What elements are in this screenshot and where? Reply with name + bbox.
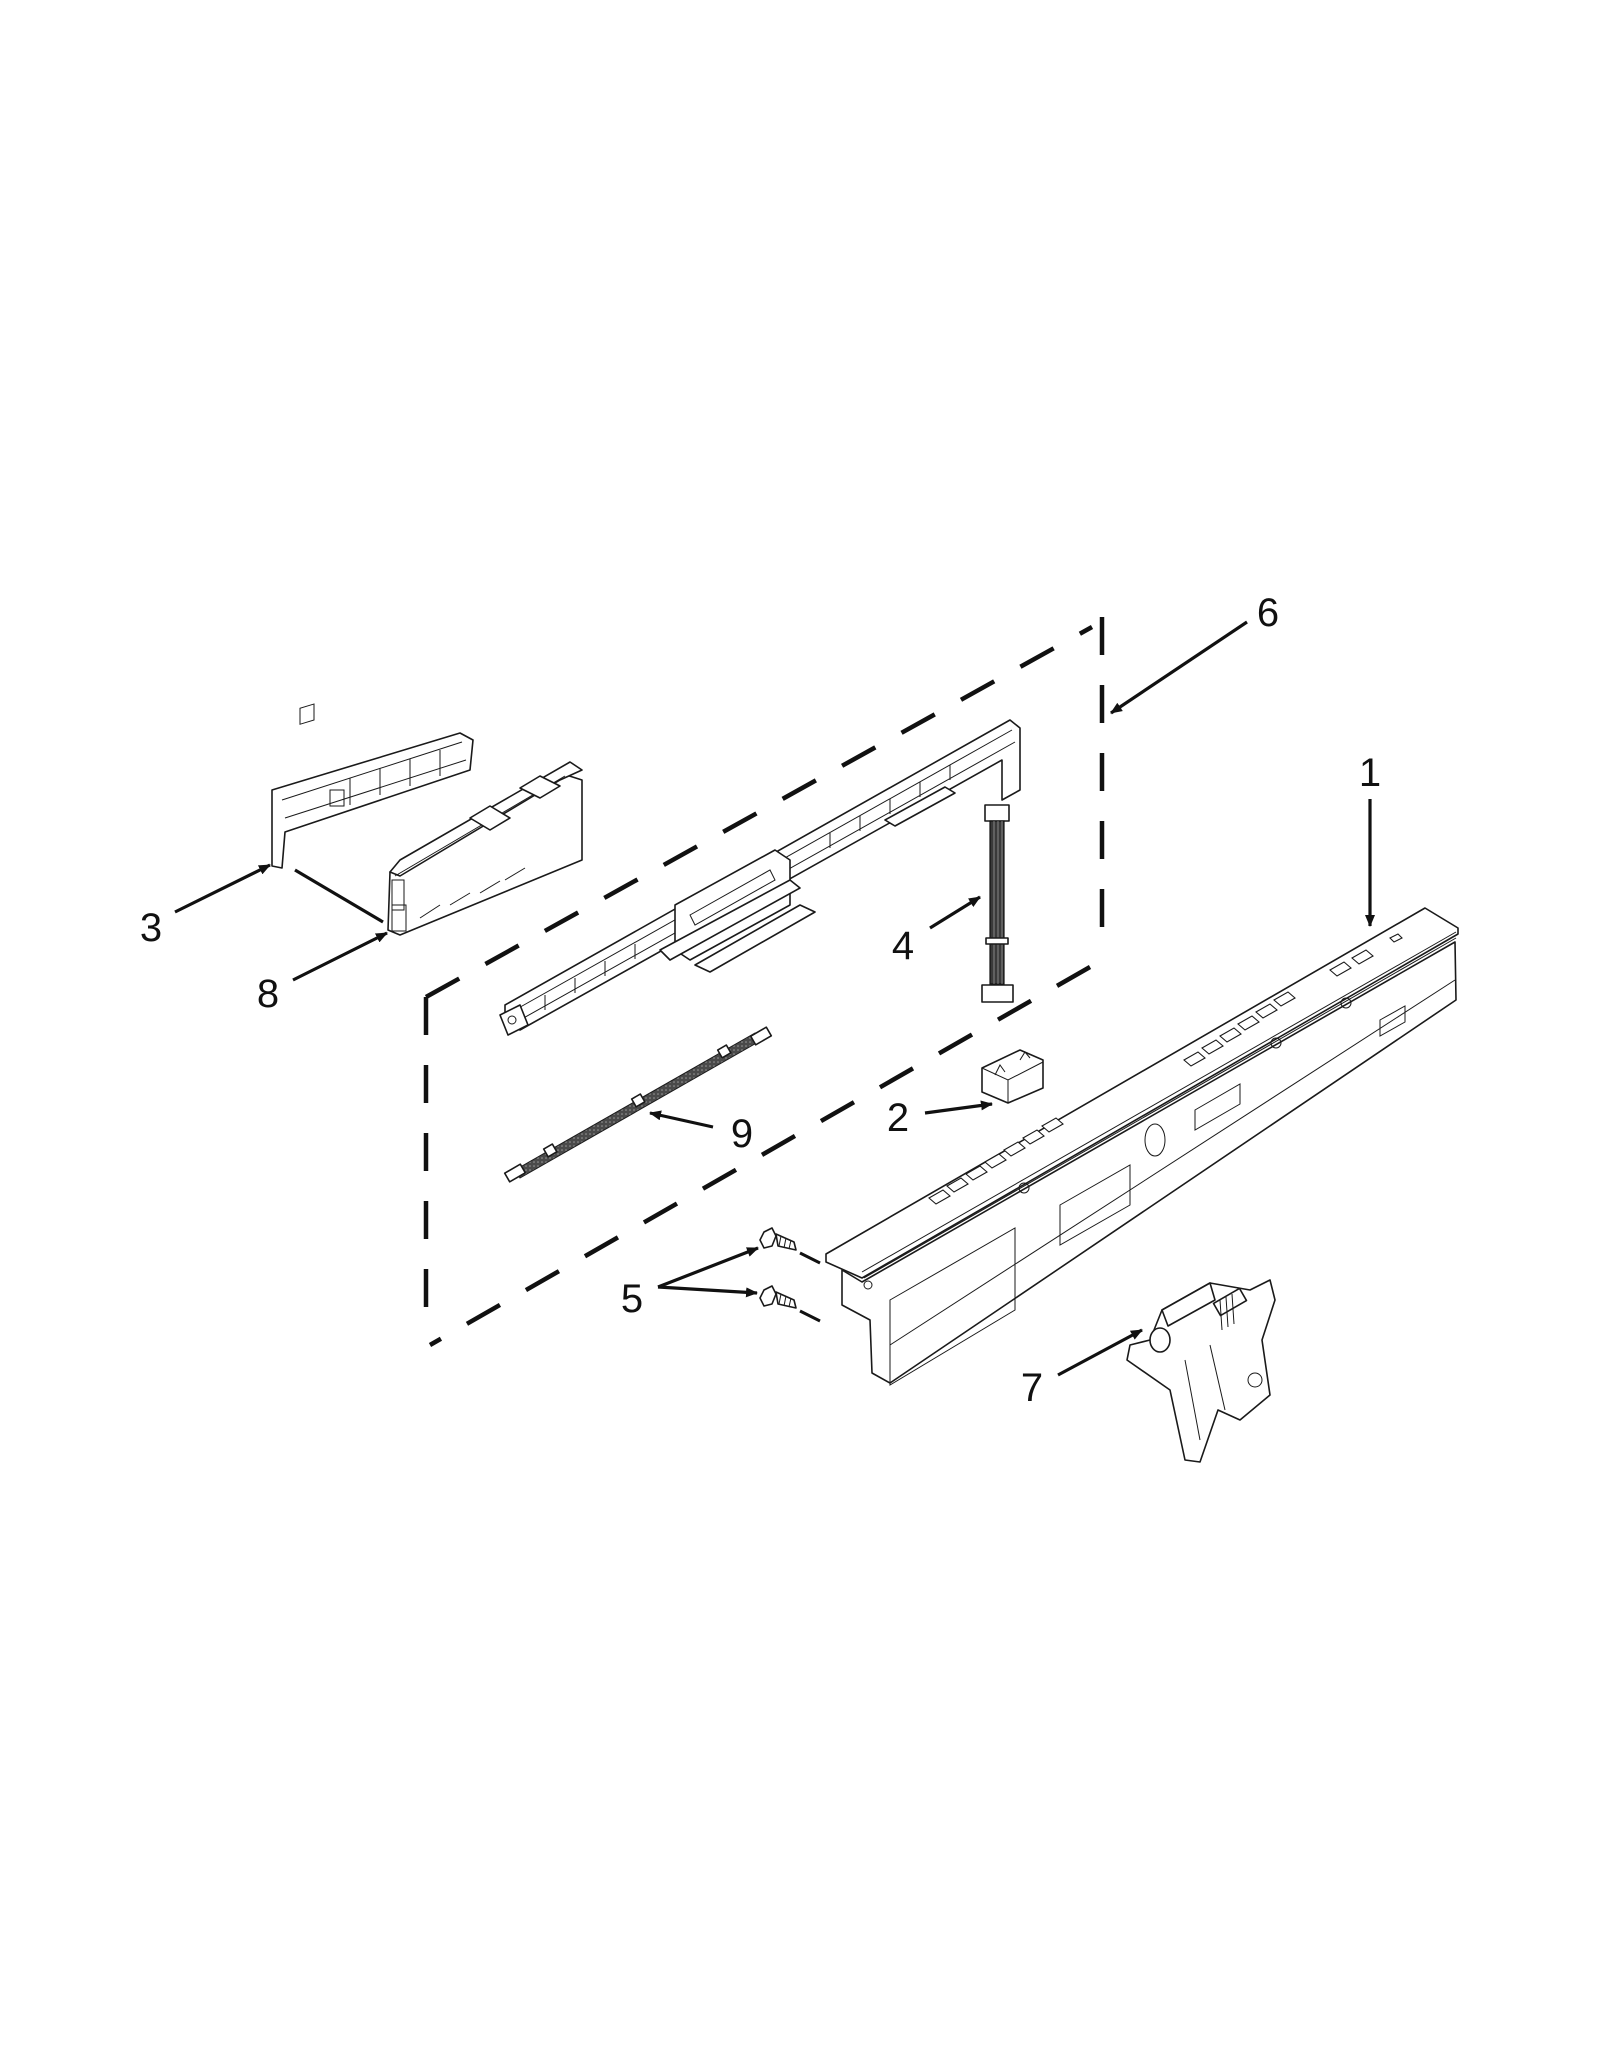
callout-1: 1 (1359, 751, 1381, 795)
part-3-ui-board[interactable] (271, 703, 474, 869)
part-6-board-bracket[interactable] (499, 719, 1021, 1036)
part-8-control-board[interactable] (387, 761, 583, 936)
callout-7: 7 (1021, 1366, 1043, 1410)
callout-labels: 1 2 3 4 5 6 7 8 9 (140, 591, 1381, 1410)
screw-upper[interactable] (759, 1227, 797, 1251)
leader-6 (1110, 620, 1248, 715)
leader-9 (649, 1110, 714, 1129)
callout-4: 4 (892, 924, 914, 968)
leader-7 (1057, 1328, 1143, 1377)
screw-lower[interactable] (759, 1285, 797, 1309)
part-4-wire-harness[interactable] (981, 804, 1014, 1003)
part-9-ribbon-cable[interactable] (503, 1026, 773, 1183)
part-2-bracket-clip[interactable] (981, 1049, 1044, 1104)
part-7-door-latch[interactable] (1126, 1279, 1276, 1463)
callout-5: 5 (621, 1277, 643, 1321)
keypad-buttons (928, 933, 1403, 1205)
leader-lines (174, 620, 1375, 1377)
callout-6: 6 (1257, 591, 1279, 635)
leader-3 (174, 863, 271, 914)
callout-3: 3 (140, 906, 162, 950)
callout-9: 9 (731, 1112, 753, 1156)
callout-8: 8 (257, 972, 279, 1016)
assembly-group-outline (423, 617, 1105, 1347)
leader-5b (657, 1285, 758, 1298)
leader-2 (924, 1100, 993, 1115)
part-1-control-console[interactable] (825, 907, 1459, 1386)
leader-4 (929, 895, 981, 930)
leader-5a (657, 1246, 759, 1289)
callout-2: 2 (887, 1096, 909, 1140)
part-5-screws[interactable] (759, 1227, 821, 1323)
leader-8 (292, 931, 388, 982)
leader-3-connector (294, 868, 384, 924)
